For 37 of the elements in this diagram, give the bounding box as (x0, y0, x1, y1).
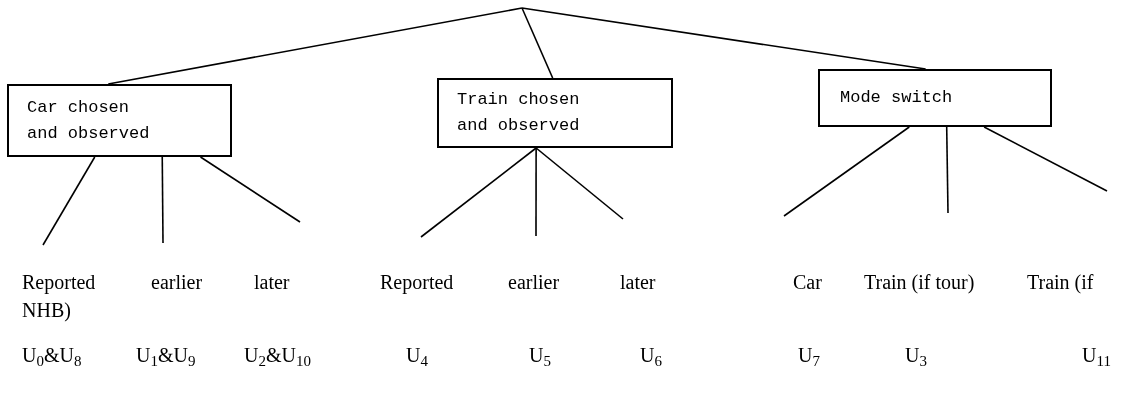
connector-line (535, 147, 537, 237)
box-label: Mode switch (840, 87, 954, 109)
connector-line (161, 156, 164, 244)
connector-line (107, 7, 523, 85)
box-label: Train chosen and observed (457, 89, 581, 137)
leaf-label: U$_{6}$ (640, 343, 662, 367)
connector-line (199, 156, 301, 223)
category-box (437, 78, 673, 148)
connector-line (783, 126, 911, 217)
leaf-label: later (620, 270, 656, 294)
leaf-label: U$_{2}$&U$_{10}$ (244, 343, 311, 367)
leaf-label: earlier (151, 270, 203, 294)
leaf-label: Car (793, 270, 822, 294)
leaf-label: U$_{0}$&U$_{8}$ (22, 343, 82, 367)
connector-line (420, 147, 537, 238)
leaf-label: NHB) (22, 298, 71, 322)
connector-line (521, 7, 554, 79)
leaf-label: earlier (508, 270, 560, 294)
connector-line (945, 126, 949, 214)
connector-line (521, 7, 927, 70)
leaf-label: U$_{1}$&U$_{9}$ (136, 343, 196, 367)
leaf-label: U$_{11}$ (1082, 343, 1111, 367)
leaf-label: Reported (380, 270, 454, 294)
category-box (818, 69, 1052, 127)
category-box (7, 84, 232, 157)
leaf-label: U$_{4}$ (406, 343, 428, 367)
leaf-label: U$_{5}$ (529, 343, 551, 367)
leaf-label: U$_{3}$ (905, 343, 927, 367)
connector-line (42, 156, 96, 246)
leaf-label: Train (if tour) (864, 270, 975, 294)
connector-line (535, 147, 624, 220)
leaf-label: Reported (22, 270, 96, 294)
leaf-label: Train (if (1027, 270, 1094, 294)
leaf-label: later (254, 270, 290, 294)
connector-line (983, 126, 1108, 192)
box-label: Car chosen and observed (27, 96, 151, 145)
leaf-label: U$_{7}$ (798, 343, 820, 367)
